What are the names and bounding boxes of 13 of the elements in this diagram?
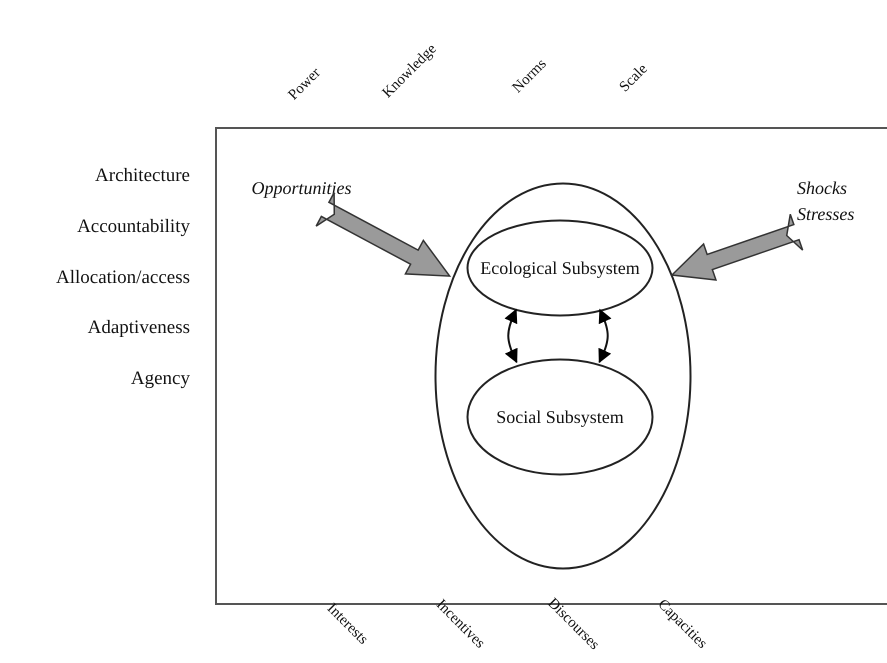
dimension-label: Architecture bbox=[95, 165, 190, 187]
double-arrow bbox=[598, 308, 612, 364]
influence-label: Shocks Stresses bbox=[797, 177, 856, 226]
double-arrow bbox=[504, 308, 518, 364]
block-arrow bbox=[670, 213, 804, 281]
block-arrow bbox=[315, 192, 452, 277]
subsystem-label: Social Subsystem bbox=[495, 406, 625, 428]
dimension-label: Agency bbox=[130, 368, 190, 390]
influence-label: Opportunities bbox=[250, 177, 352, 200]
dimension-label: Accountability bbox=[77, 216, 190, 238]
subsystem-label: Ecological Subsystem bbox=[479, 256, 641, 280]
dimension-label: Allocation/access bbox=[56, 267, 190, 289]
dimension-label: Adaptiveness bbox=[88, 317, 190, 339]
